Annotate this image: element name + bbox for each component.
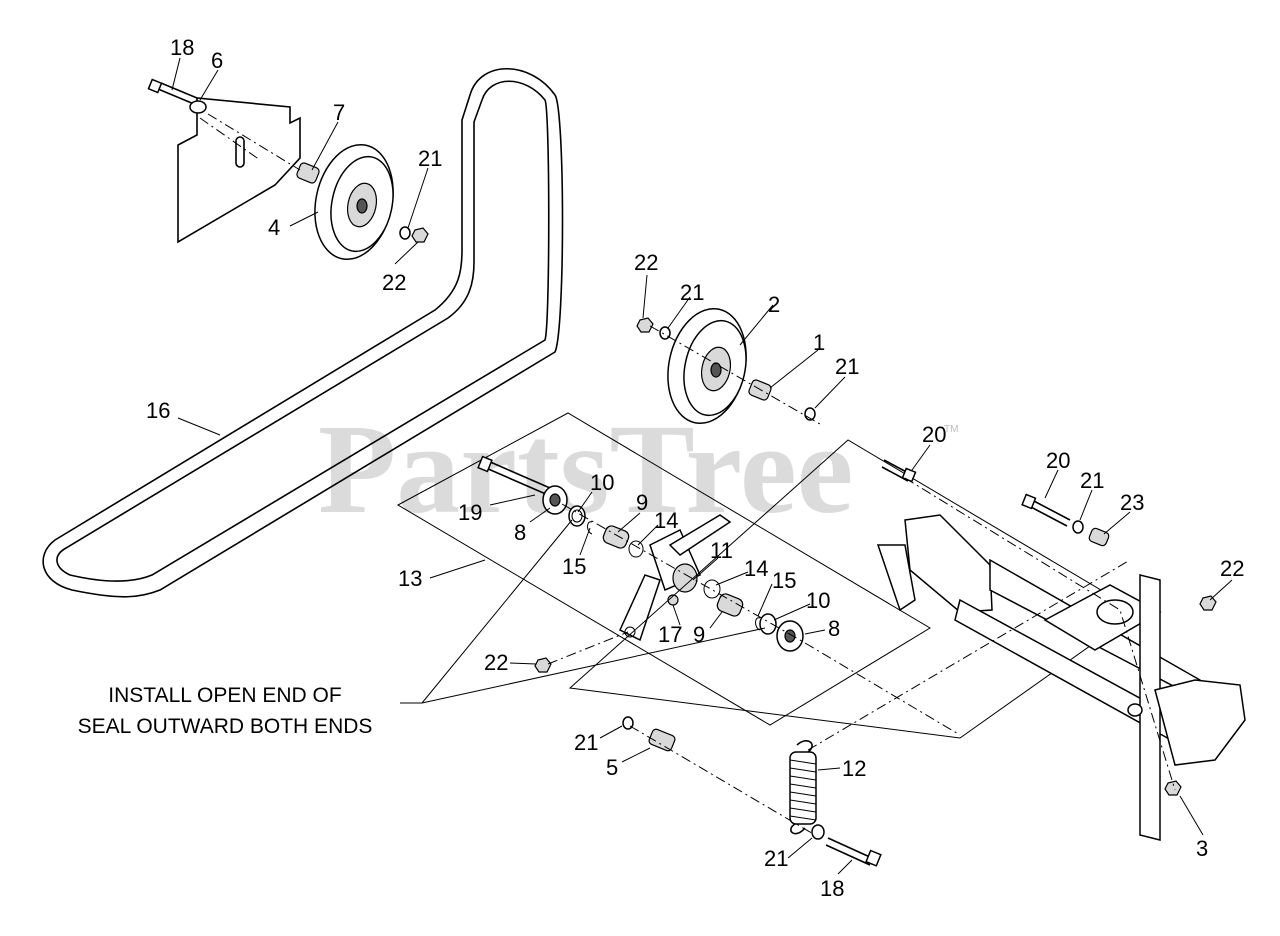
callout-22-top: 22 <box>382 270 406 295</box>
idler-arm-assembly <box>396 412 961 736</box>
callout-6: 6 <box>211 48 223 73</box>
spacer-7 <box>296 162 320 184</box>
belt-16 <box>42 67 564 598</box>
o-ring-14-top <box>628 540 644 558</box>
callout-18-top: 18 <box>170 35 194 60</box>
callout-5: 5 <box>606 755 618 780</box>
callout-10-top: 10 <box>590 470 614 495</box>
seal-10-top <box>568 505 586 527</box>
callout-21-right: 21 <box>1080 468 1104 493</box>
watermark: PartsTree TM <box>318 398 958 540</box>
note-line-2: SEAL OUTWARD BOTH ENDS <box>78 715 373 738</box>
bushing-9-mid <box>716 593 744 617</box>
spacer-23 <box>1088 527 1110 547</box>
callouts: 18 6 7 21 4 22 16 22 21 2 1 21 20 20 21 … <box>146 35 1244 901</box>
callout-18-bottom: 18 <box>820 876 844 901</box>
callout-21-right-of-1: 21 <box>835 354 859 379</box>
callout-15-top: 15 <box>562 554 586 579</box>
o-ring-14-mid <box>703 579 721 599</box>
callout-22-far-right: 22 <box>1220 556 1244 581</box>
spacer-5 <box>648 728 676 752</box>
idler-bracket-plate <box>177 97 301 244</box>
seal-install-note: INSTALL OPEN END OF SEAL OUTWARD BOTH EN… <box>78 684 373 738</box>
nut-22-left <box>534 657 552 673</box>
callout-22-mid: 22 <box>634 250 658 275</box>
washer-21-right <box>1072 520 1084 534</box>
frame-right-bracket <box>1154 679 1246 766</box>
callout-17: 17 <box>658 622 682 647</box>
frame-left-bracket <box>876 544 916 612</box>
washer-21-bottom <box>811 824 825 840</box>
callout-9-top: 9 <box>636 490 648 515</box>
callout-13: 13 <box>398 566 422 591</box>
callout-11: 11 <box>710 538 733 563</box>
callout-21-top: 21 <box>418 146 442 171</box>
callout-8-top: 8 <box>514 520 526 545</box>
seal-10-mid <box>759 613 777 635</box>
callout-8-mid: 8 <box>828 616 840 641</box>
callout-20-right: 20 <box>1046 448 1070 473</box>
nut-3 <box>1164 780 1182 796</box>
callout-2: 2 <box>768 292 780 317</box>
assembly-13-outline <box>396 412 931 726</box>
spring-12 <box>789 740 817 835</box>
callout-22-left: 22 <box>484 650 508 675</box>
bolt-19 <box>485 467 549 496</box>
washer-21-top <box>399 226 411 240</box>
watermark-text: PartsTree <box>318 398 853 540</box>
callout-14-top: 14 <box>654 508 678 533</box>
idler-arm-upper <box>668 514 732 556</box>
callout-20-center: 20 <box>922 422 946 447</box>
callout-21-low: 21 <box>574 730 598 755</box>
callout-23: 23 <box>1120 490 1144 515</box>
nut-22-mid <box>636 317 654 333</box>
callout-19: 19 <box>458 500 482 525</box>
bolt-18-bottom <box>827 837 873 859</box>
note-leaders <box>400 519 766 704</box>
note-line-1: INSTALL OPEN END OF <box>108 684 341 707</box>
watermark-trademark: TM <box>944 424 958 435</box>
callout-16: 16 <box>146 398 170 423</box>
callout-9-mid: 9 <box>693 622 705 647</box>
callout-leaders <box>171 57 1233 875</box>
callout-14-mid: 14 <box>744 556 768 581</box>
lower-parts <box>622 716 882 867</box>
snap-ring-15-top <box>587 521 593 535</box>
callout-21-bottom: 21 <box>764 846 788 871</box>
nut-22-top <box>411 227 429 243</box>
idler-arm-lower <box>619 574 661 642</box>
callout-12: 12 <box>842 756 866 781</box>
bolt-18-top <box>157 88 195 105</box>
callout-7: 7 <box>333 100 345 125</box>
nut-22-far-right <box>1199 595 1217 611</box>
callout-15-mid: 15 <box>772 568 796 593</box>
washer-6 <box>189 100 207 114</box>
callout-1: 1 <box>813 330 825 355</box>
bracket-slot <box>235 136 245 168</box>
deck-frame <box>568 439 1246 841</box>
callout-3: 3 <box>1196 836 1208 861</box>
callout-10-mid: 10 <box>806 588 830 613</box>
bolt-20-right <box>1031 499 1071 521</box>
spacer-1 <box>748 379 772 401</box>
callout-21-mid: 21 <box>680 280 704 305</box>
callout-4: 4 <box>268 215 280 240</box>
middle-idler-assembly <box>636 307 821 425</box>
upper-idler-assembly <box>147 78 429 261</box>
